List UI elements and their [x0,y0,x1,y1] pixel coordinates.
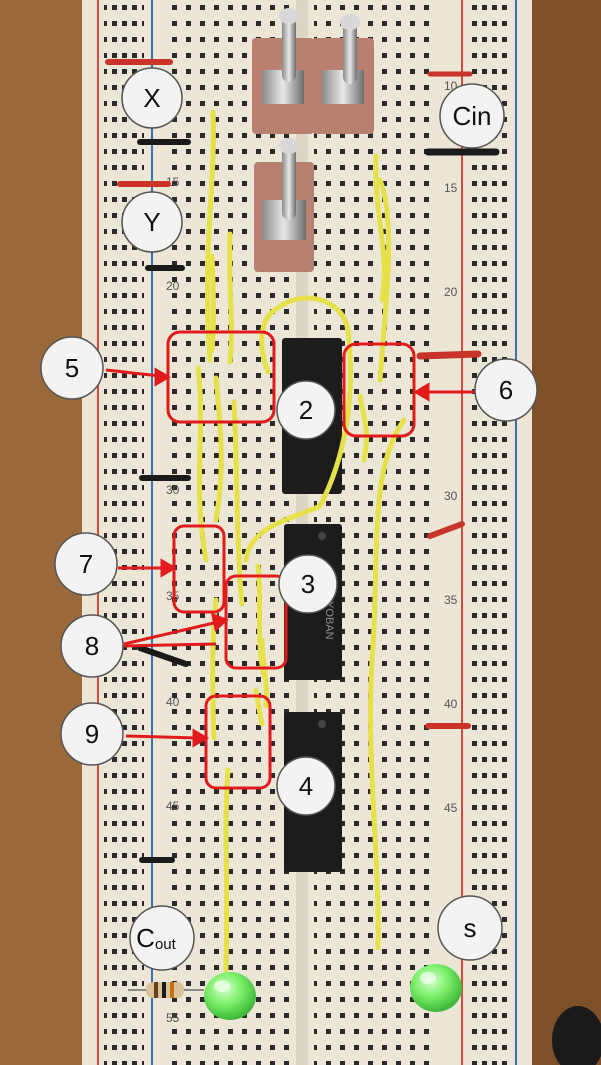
yellow-wire [195,365,209,563]
callout-label: Cout [136,923,176,953]
right-rail-holes [470,0,510,1065]
arrow-head [210,612,229,632]
arrow-head [192,728,209,748]
red-jumper-6 [416,350,482,360]
left-rail-holes [104,0,144,1065]
left-terminal-holes [172,0,290,1065]
yellow-wire [227,231,234,365]
row-number: 20 [444,285,458,299]
callout-subscript: out [155,936,177,953]
callout-8: 8 [60,614,124,678]
arrow-head [413,382,430,402]
callout-cout: Cout [129,905,195,971]
chip-notch [318,532,326,540]
highlight-box-9 [204,694,272,790]
callout-label: 5 [65,353,79,383]
wood-shade [530,0,601,1065]
highlight-box-6 [342,342,416,438]
yellow-wire [275,295,351,333]
row-number: 15 [444,181,458,195]
yellow-wire [213,375,224,523]
row-number: 30 [444,489,458,503]
yellow-wire [377,177,392,383]
yellow-wire [209,253,216,353]
resistor [128,982,204,998]
yellow-wire [373,153,387,303]
row-number: 45 [166,799,180,813]
callout-9: 9 [60,702,124,766]
callout-label: Cin [452,101,491,131]
row-number: 35 [444,593,458,607]
callout-label: 8 [85,631,99,661]
callout-5: 5 [40,336,104,400]
row-number: 20 [166,279,180,293]
arrow-5 [105,368,161,378]
led-s [410,964,462,1012]
callout-3: 3 [278,554,338,614]
callout-label: 3 [301,569,315,599]
yellow-wire [357,393,370,463]
row-number: 55 [166,1011,180,1025]
callout-label: 4 [299,771,313,801]
arrow-9 [125,734,199,740]
callout-label: Y [143,207,160,237]
callout-label: 2 [299,395,313,425]
led-cout [204,972,256,1020]
callout-2: 2 [276,380,336,440]
yellow-wire [223,767,231,973]
red-jumper-31 [427,521,465,539]
yellow-wire [231,399,245,607]
toggle-switch-cin [254,138,314,272]
yellow-wire [317,327,353,509]
callout-label: 6 [499,375,513,405]
callout-4: 4 [276,756,336,816]
callout-label: 9 [85,719,99,749]
callout-cin: Cin [439,83,505,149]
toggle-switch-x [252,8,314,134]
arrows [105,367,476,748]
callout-7: 7 [54,532,118,596]
black-jumper-38 [137,645,189,667]
arrow-8a [123,620,219,646]
callout-label: X [143,83,160,113]
chip-notch [318,720,326,728]
arrow-8b [123,642,217,648]
callout-label: s [464,913,477,943]
row-number: 30 [166,483,180,497]
yellow-wire [205,109,216,363]
arrow-head [160,558,177,578]
callout-s: s [437,895,503,961]
callout-main-text: C [136,923,155,953]
row-number: 45 [444,801,458,815]
toggle-switch-y [312,14,374,134]
yellow-wire [368,417,407,951]
dark-shadow [552,1006,601,1065]
callout-label: 7 [79,549,93,579]
callout-6: 6 [474,358,538,422]
row-number: 40 [444,697,458,711]
yellow-wire [243,503,323,563]
row-number: 40 [166,695,180,709]
callout-x: X [121,67,183,129]
arrow-head [154,367,171,387]
yellow-wire [253,687,265,727]
callout-y: Y [121,191,183,253]
